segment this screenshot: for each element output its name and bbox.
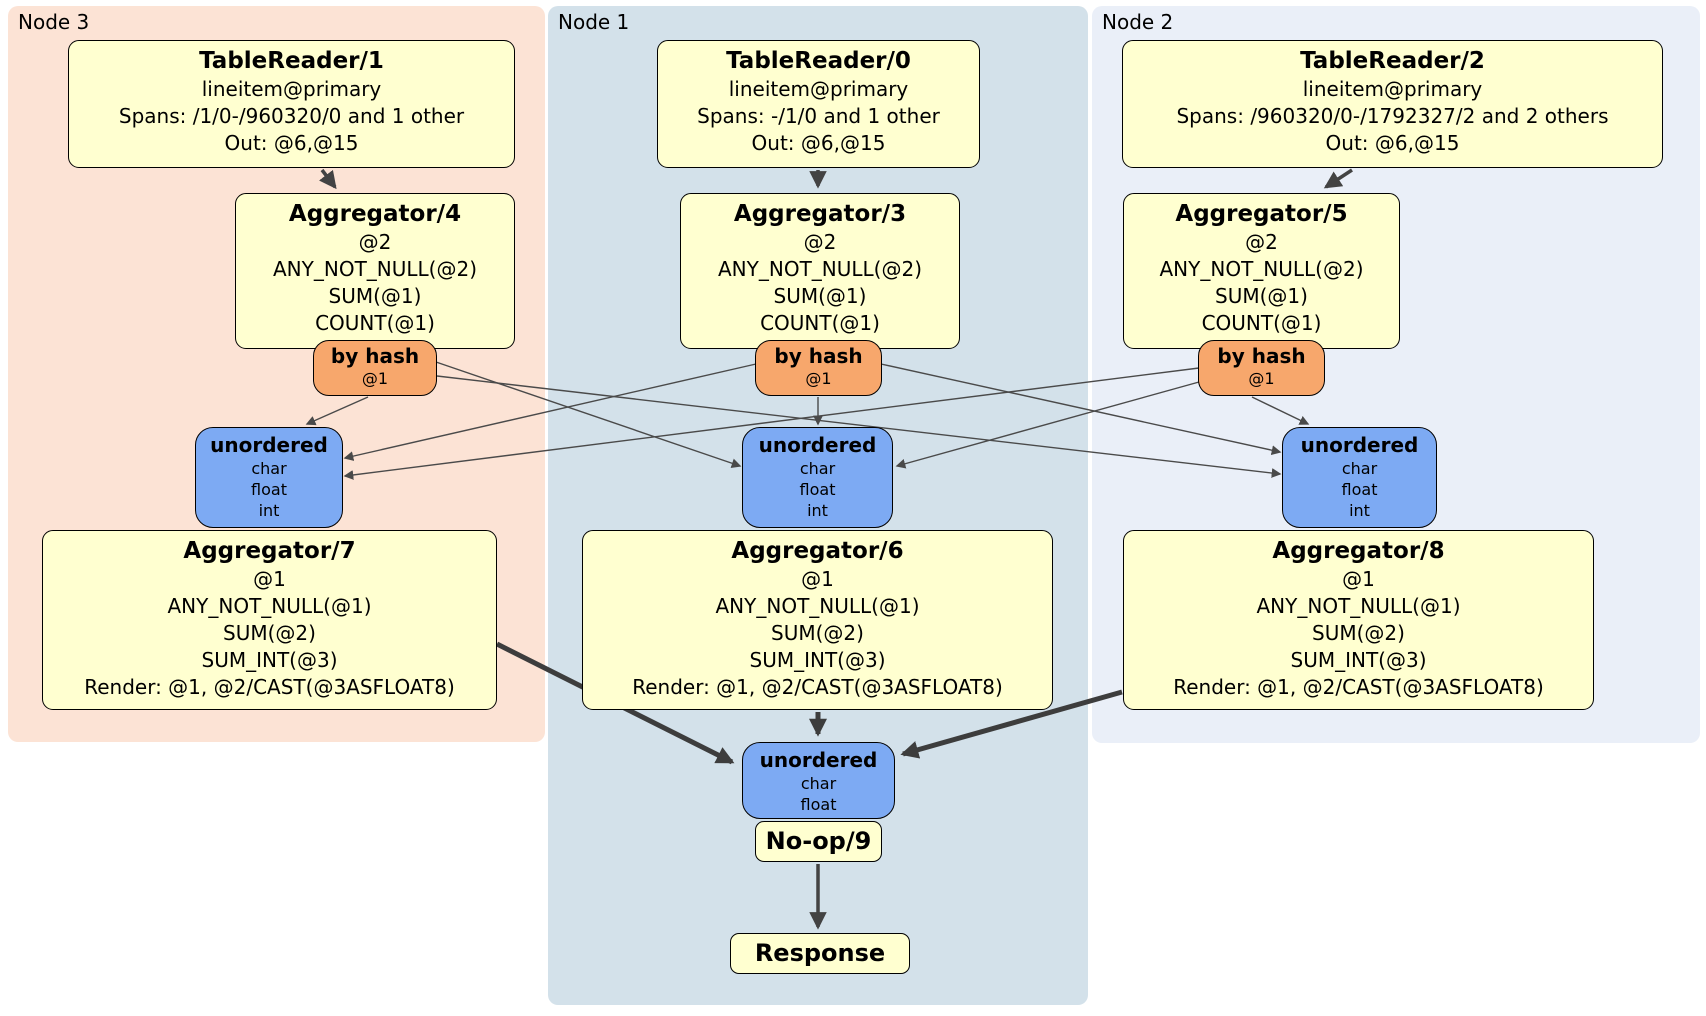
sync-title: unordered [759,748,878,772]
processor-detail: SUM_INT(@3) [1290,648,1427,672]
processor-detail: COUNT(@1) [1201,311,1322,335]
processor-detail: SUM_INT(@3) [201,648,338,672]
sync-column: int [258,501,280,520]
sync-column: char [251,459,287,478]
processor-detail: ANY_NOT_NULL(@2) [1159,257,1364,281]
router-by-hash-node3: by hash @1 [313,340,437,396]
processor-detail: COUNT(@1) [760,311,880,335]
processor-detail: @1 [801,567,834,591]
sync-title: unordered [1300,433,1419,457]
processor-detail: Spans: -/1/0 and 1 other [697,104,940,128]
processor-detail: @1 [1342,567,1375,591]
sync-column: char [1341,459,1378,478]
processor-detail: Render: @1, @2/CAST(@3ASFLOAT8) [1173,675,1544,699]
processor-detail: Out: @6,@15 [1325,131,1460,155]
processor-detail: lineitem@primary [728,77,909,101]
processor-aggregator-5: Aggregator/5 @2 ANY_NOT_NULL(@2) SUM(@1)… [1123,193,1400,349]
processor-title: Aggregator/8 [1272,538,1445,564]
processor-title: Aggregator/7 [183,538,356,564]
router-detail: @1 [805,369,832,388]
router-title: by hash [774,344,863,368]
processor-detail: ANY_NOT_NULL(@1) [1256,594,1461,618]
sync-column: float [251,480,287,499]
processor-detail: lineitem@primary [1302,77,1483,101]
sync-title: unordered [758,433,877,457]
sync-unordered-node3: unordered char float int [195,427,343,528]
sync-unordered-node1: unordered char float int [742,427,893,528]
processor-detail: SUM(@1) [328,284,422,308]
processor-detail: ANY_NOT_NULL(@2) [718,257,922,281]
sync-column: int [1349,501,1370,520]
processor-detail: Out: @6,@15 [751,131,886,155]
sync-column: char [800,774,837,793]
processor-detail: SUM(@2) [1312,621,1405,645]
sync-column: float [1341,480,1378,499]
processor-aggregator-4: Aggregator/4 @2 ANY_NOT_NULL(@2) SUM(@1)… [235,193,515,349]
processor-detail: @2 [803,230,837,254]
processor-aggregator-8: Aggregator/8 @1 ANY_NOT_NULL(@1) SUM(@2)… [1123,530,1594,710]
sync-title: unordered [210,433,328,457]
processor-detail: ANY_NOT_NULL(@2) [273,257,477,281]
processor-title: No-op/9 [765,827,872,855]
processor-detail: COUNT(@1) [315,311,435,335]
router-title: by hash [330,344,420,368]
router-detail: @1 [361,369,389,388]
processor-detail: ANY_NOT_NULL(@1) [715,594,920,618]
processor-detail: SUM(@2) [771,621,864,645]
processor-aggregator-3: Aggregator/3 @2 ANY_NOT_NULL(@2) SUM(@1)… [680,193,960,349]
processor-detail: Spans: /1/0-/960320/0 and 1 other [118,104,465,128]
processor-detail: @1 [253,567,286,591]
router-by-hash-node2: by hash @1 [1198,340,1325,396]
processor-title: Aggregator/4 [288,201,462,227]
processor-detail: SUM_INT(@3) [749,648,886,672]
processor-detail: ANY_NOT_NULL(@1) [167,594,372,618]
processor-detail: @2 [358,230,392,254]
processor-tablereader-0: TableReader/0 lineitem@primary Spans: -/… [657,40,980,168]
processor-detail: @2 [1245,230,1278,254]
processor-title: Aggregator/6 [731,538,904,564]
response-title: Response [754,939,886,967]
processor-detail: Spans: /960320/0-/1792327/2 and 2 others [1176,104,1609,128]
processor-detail: SUM(@1) [1215,284,1308,308]
sync-unordered-node2: unordered char float int [1282,427,1437,528]
response-box: Response [730,933,910,974]
processor-detail: lineitem@primary [201,77,382,101]
processor-tablereader-2: TableReader/2 lineitem@primary Spans: /9… [1122,40,1663,168]
processor-title: Aggregator/3 [733,201,907,227]
router-by-hash-node1: by hash @1 [755,340,882,396]
sync-unordered-final: unordered char float [742,742,895,819]
node1-label: Node 1 [558,10,630,34]
processor-detail: Render: @1, @2/CAST(@3ASFLOAT8) [632,675,1003,699]
processor-detail: Out: @6,@15 [224,131,359,155]
processor-aggregator-7: Aggregator/7 @1 ANY_NOT_NULL(@1) SUM(@2)… [42,530,497,710]
processor-aggregator-6: Aggregator/6 @1 ANY_NOT_NULL(@1) SUM(@2)… [582,530,1053,710]
processor-title: TableReader/2 [1300,48,1485,74]
node2-label: Node 2 [1102,10,1174,34]
router-title: by hash [1217,344,1306,368]
processor-detail: Render: @1, @2/CAST(@3ASFLOAT8) [84,675,455,699]
sync-column: int [807,501,828,520]
processor-detail: SUM(@1) [773,284,867,308]
processor-tablereader-1: TableReader/1 lineitem@primary Spans: /1… [68,40,515,168]
router-detail: @1 [1248,369,1275,388]
processor-title: Aggregator/5 [1175,201,1348,227]
sync-column: float [799,480,836,499]
processor-title: TableReader/0 [726,48,911,74]
processor-detail: SUM(@2) [223,621,316,645]
sync-column: char [799,459,836,478]
processor-noop-9: No-op/9 [755,821,882,862]
node3-label: Node 3 [18,10,90,34]
processor-title: TableReader/1 [199,48,384,74]
sync-column: float [800,795,837,814]
